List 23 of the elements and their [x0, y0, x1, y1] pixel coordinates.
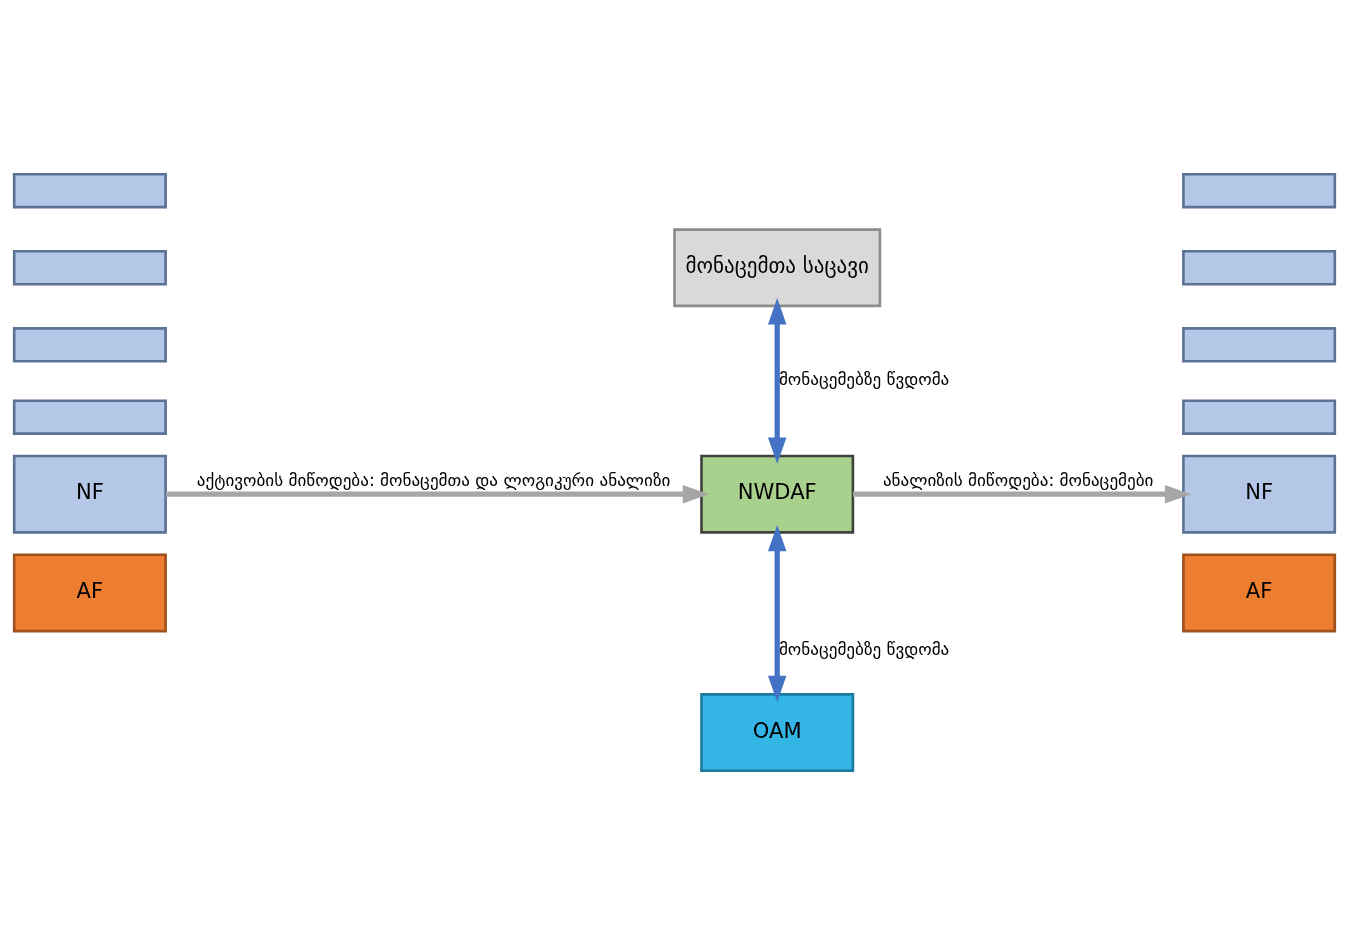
node-box: AF: [12, 553, 167, 633]
edge-label: ანალიზის მიწოდება: მონაცემები: [882, 469, 1154, 490]
edge-label: მონაცემებზე წვდომა: [778, 639, 950, 660]
arrow: [767, 524, 787, 703]
node-box: NWDAF: [700, 454, 855, 534]
edge-label: აქტივობის მიწოდება: მონაცემთა და ლოგიკური ანალიზი: [196, 469, 671, 490]
node-box: [1182, 327, 1337, 363]
node-box: [12, 249, 167, 286]
node-box: AF: [1182, 553, 1337, 633]
node-box: [12, 172, 167, 209]
node-box: [12, 327, 167, 363]
arrow: [767, 298, 787, 464]
node-box: [1182, 399, 1337, 435]
node-box: [1182, 249, 1337, 286]
edge-label: მონაცემებზე წვდომა: [778, 369, 950, 390]
node-box: [12, 399, 167, 435]
node-box: NF: [1182, 454, 1337, 534]
arrow: [853, 485, 1192, 504]
node-box: NF: [12, 454, 167, 534]
node-box: OAM: [700, 693, 855, 773]
arrow: [166, 485, 710, 504]
node-box: [1182, 172, 1337, 209]
node-box: მონაცემთა საცავი: [673, 228, 882, 308]
